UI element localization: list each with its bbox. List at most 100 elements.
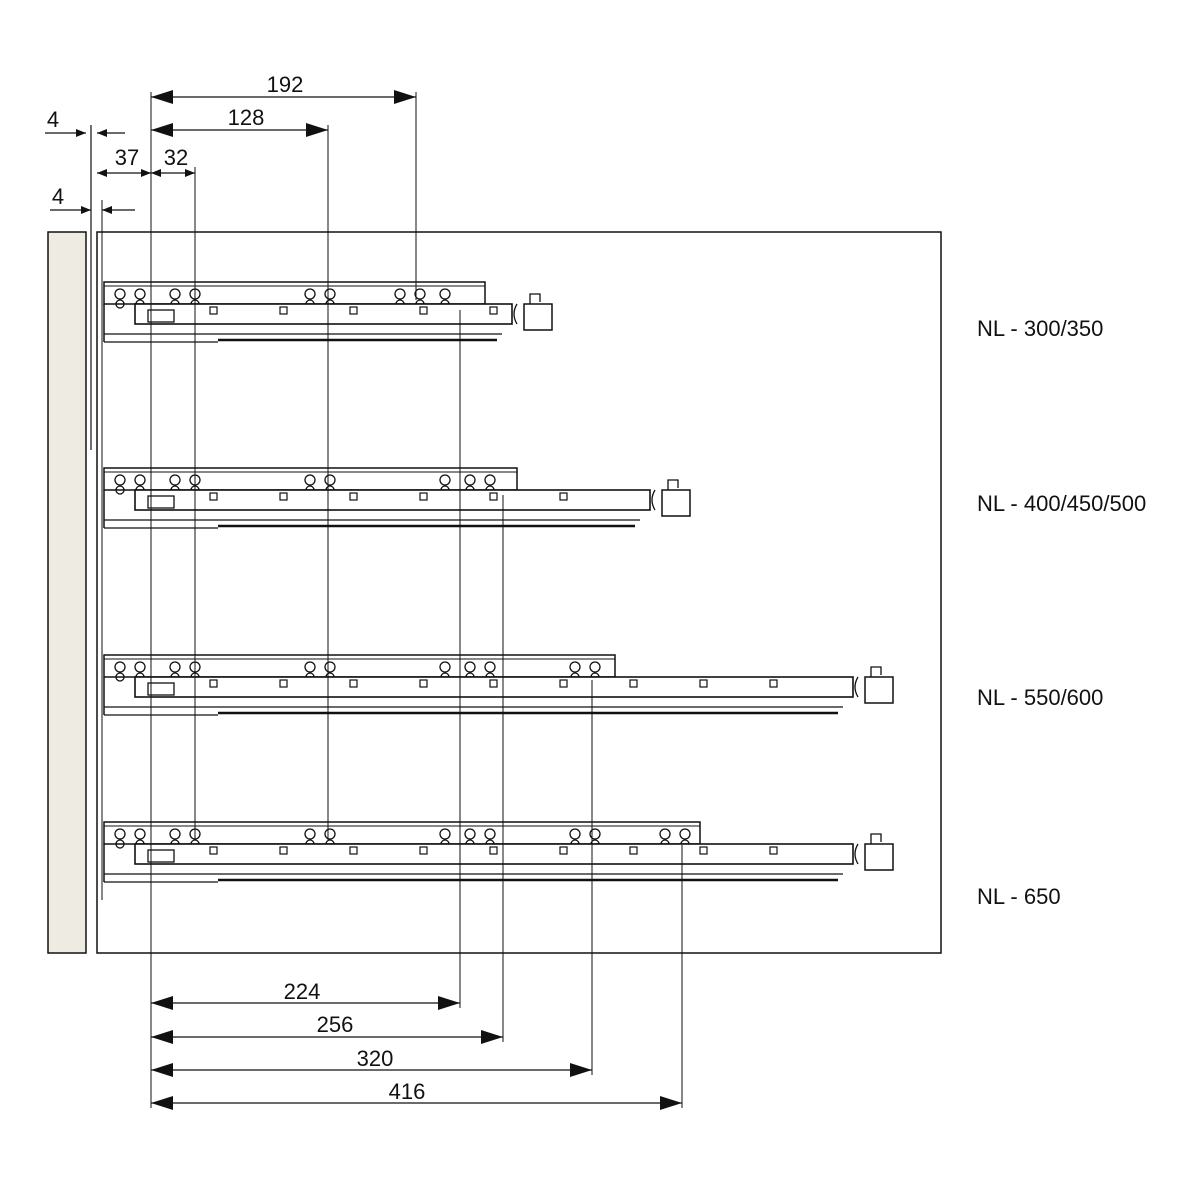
slide-slot bbox=[279, 492, 288, 501]
slide-slot bbox=[489, 306, 498, 315]
rail-hole bbox=[134, 288, 146, 300]
slide-slot bbox=[769, 846, 778, 855]
rail-hole bbox=[115, 299, 125, 309]
slide-slot bbox=[419, 679, 428, 688]
rail-hole bbox=[115, 485, 125, 495]
rail-hole bbox=[439, 474, 451, 486]
rail-hole bbox=[589, 661, 601, 673]
dim-128: 128 bbox=[228, 105, 265, 130]
slide-slot bbox=[559, 846, 568, 855]
dim-4-top: 4 bbox=[47, 107, 59, 132]
runner-3 bbox=[103, 654, 894, 716]
dim-37: 37 bbox=[115, 145, 139, 170]
rail-hole bbox=[114, 661, 126, 673]
slide-clip bbox=[147, 495, 175, 509]
break-mark bbox=[854, 676, 859, 698]
rail-hole bbox=[324, 288, 336, 300]
runner-label-2: NL - 400/450/500 bbox=[977, 491, 1146, 516]
break-mark bbox=[513, 303, 518, 325]
rail-hole bbox=[169, 828, 181, 840]
dim-256: 256 bbox=[317, 1012, 354, 1037]
side-panel bbox=[47, 231, 87, 954]
rail-hole bbox=[439, 828, 451, 840]
rail-hole bbox=[464, 828, 476, 840]
slide-clip bbox=[147, 849, 175, 863]
cabinet-outline bbox=[96, 231, 942, 954]
runner-rail bbox=[103, 654, 616, 678]
runner-label-4: NL - 650 bbox=[977, 884, 1061, 909]
slide-slot bbox=[769, 679, 778, 688]
rail-hole bbox=[394, 288, 406, 300]
slide-end-bracket bbox=[864, 676, 894, 704]
slide-slot bbox=[209, 846, 218, 855]
rail-hole bbox=[484, 828, 496, 840]
dim-320: 320 bbox=[357, 1046, 394, 1071]
slide-slot bbox=[629, 679, 638, 688]
bracket-hook bbox=[870, 833, 882, 844]
dim-416: 416 bbox=[389, 1079, 426, 1104]
runner-slide bbox=[134, 489, 651, 511]
break-mark bbox=[651, 489, 656, 511]
rail-hole bbox=[169, 288, 181, 300]
runner-2 bbox=[103, 467, 691, 529]
slide-clip bbox=[147, 309, 175, 323]
dim-4-bottom: 4 bbox=[52, 184, 64, 209]
rail-hole bbox=[304, 288, 316, 300]
break-mark bbox=[854, 843, 859, 865]
slide-end-bracket bbox=[523, 303, 553, 331]
rail-hole bbox=[134, 828, 146, 840]
slide-slot bbox=[209, 492, 218, 501]
slide-slot bbox=[559, 679, 568, 688]
rail-hole bbox=[589, 828, 601, 840]
slide-slot bbox=[209, 679, 218, 688]
slide-end-bracket bbox=[661, 489, 691, 517]
slide-slot bbox=[279, 846, 288, 855]
rail-hole bbox=[115, 672, 125, 682]
runner-label-3: NL - 550/600 bbox=[977, 685, 1103, 710]
rail-hole bbox=[169, 474, 181, 486]
rail-hole bbox=[114, 828, 126, 840]
slide-slot bbox=[279, 306, 288, 315]
dim-32: 32 bbox=[164, 145, 188, 170]
rail-hole bbox=[464, 661, 476, 673]
slide-end-bracket bbox=[864, 843, 894, 871]
rail-hole bbox=[569, 828, 581, 840]
rail-hole bbox=[304, 474, 316, 486]
slide-slot bbox=[349, 306, 358, 315]
slide-slot bbox=[209, 306, 218, 315]
slide-slot bbox=[279, 679, 288, 688]
rail-hole bbox=[439, 288, 451, 300]
rail-hole bbox=[114, 288, 126, 300]
runner-4 bbox=[103, 821, 894, 883]
rail-hole bbox=[169, 661, 181, 673]
slide-slot bbox=[559, 492, 568, 501]
rail-hole bbox=[659, 828, 671, 840]
slide-slot bbox=[349, 679, 358, 688]
slide-slot bbox=[419, 492, 428, 501]
rail-hole bbox=[324, 828, 336, 840]
bracket-hook bbox=[870, 666, 882, 677]
rail-hole bbox=[324, 474, 336, 486]
slide-slot bbox=[489, 492, 498, 501]
rail-hole bbox=[114, 474, 126, 486]
slide-slot bbox=[349, 492, 358, 501]
runner-1 bbox=[103, 281, 553, 343]
runner-label-1: NL - 300/350 bbox=[977, 316, 1103, 341]
slide-slot bbox=[419, 846, 428, 855]
dim-224: 224 bbox=[284, 979, 321, 1004]
slide-slot bbox=[419, 306, 428, 315]
bracket-hook bbox=[529, 293, 541, 304]
rail-hole bbox=[439, 661, 451, 673]
slide-slot bbox=[699, 846, 708, 855]
rail-hole bbox=[484, 661, 496, 673]
rail-hole bbox=[134, 661, 146, 673]
rail-hole bbox=[134, 474, 146, 486]
rail-hole bbox=[464, 474, 476, 486]
bracket-hook bbox=[667, 479, 679, 490]
slide-clip bbox=[147, 682, 175, 696]
slide-slot bbox=[699, 679, 708, 688]
rail-hole bbox=[324, 661, 336, 673]
slide-slot bbox=[629, 846, 638, 855]
